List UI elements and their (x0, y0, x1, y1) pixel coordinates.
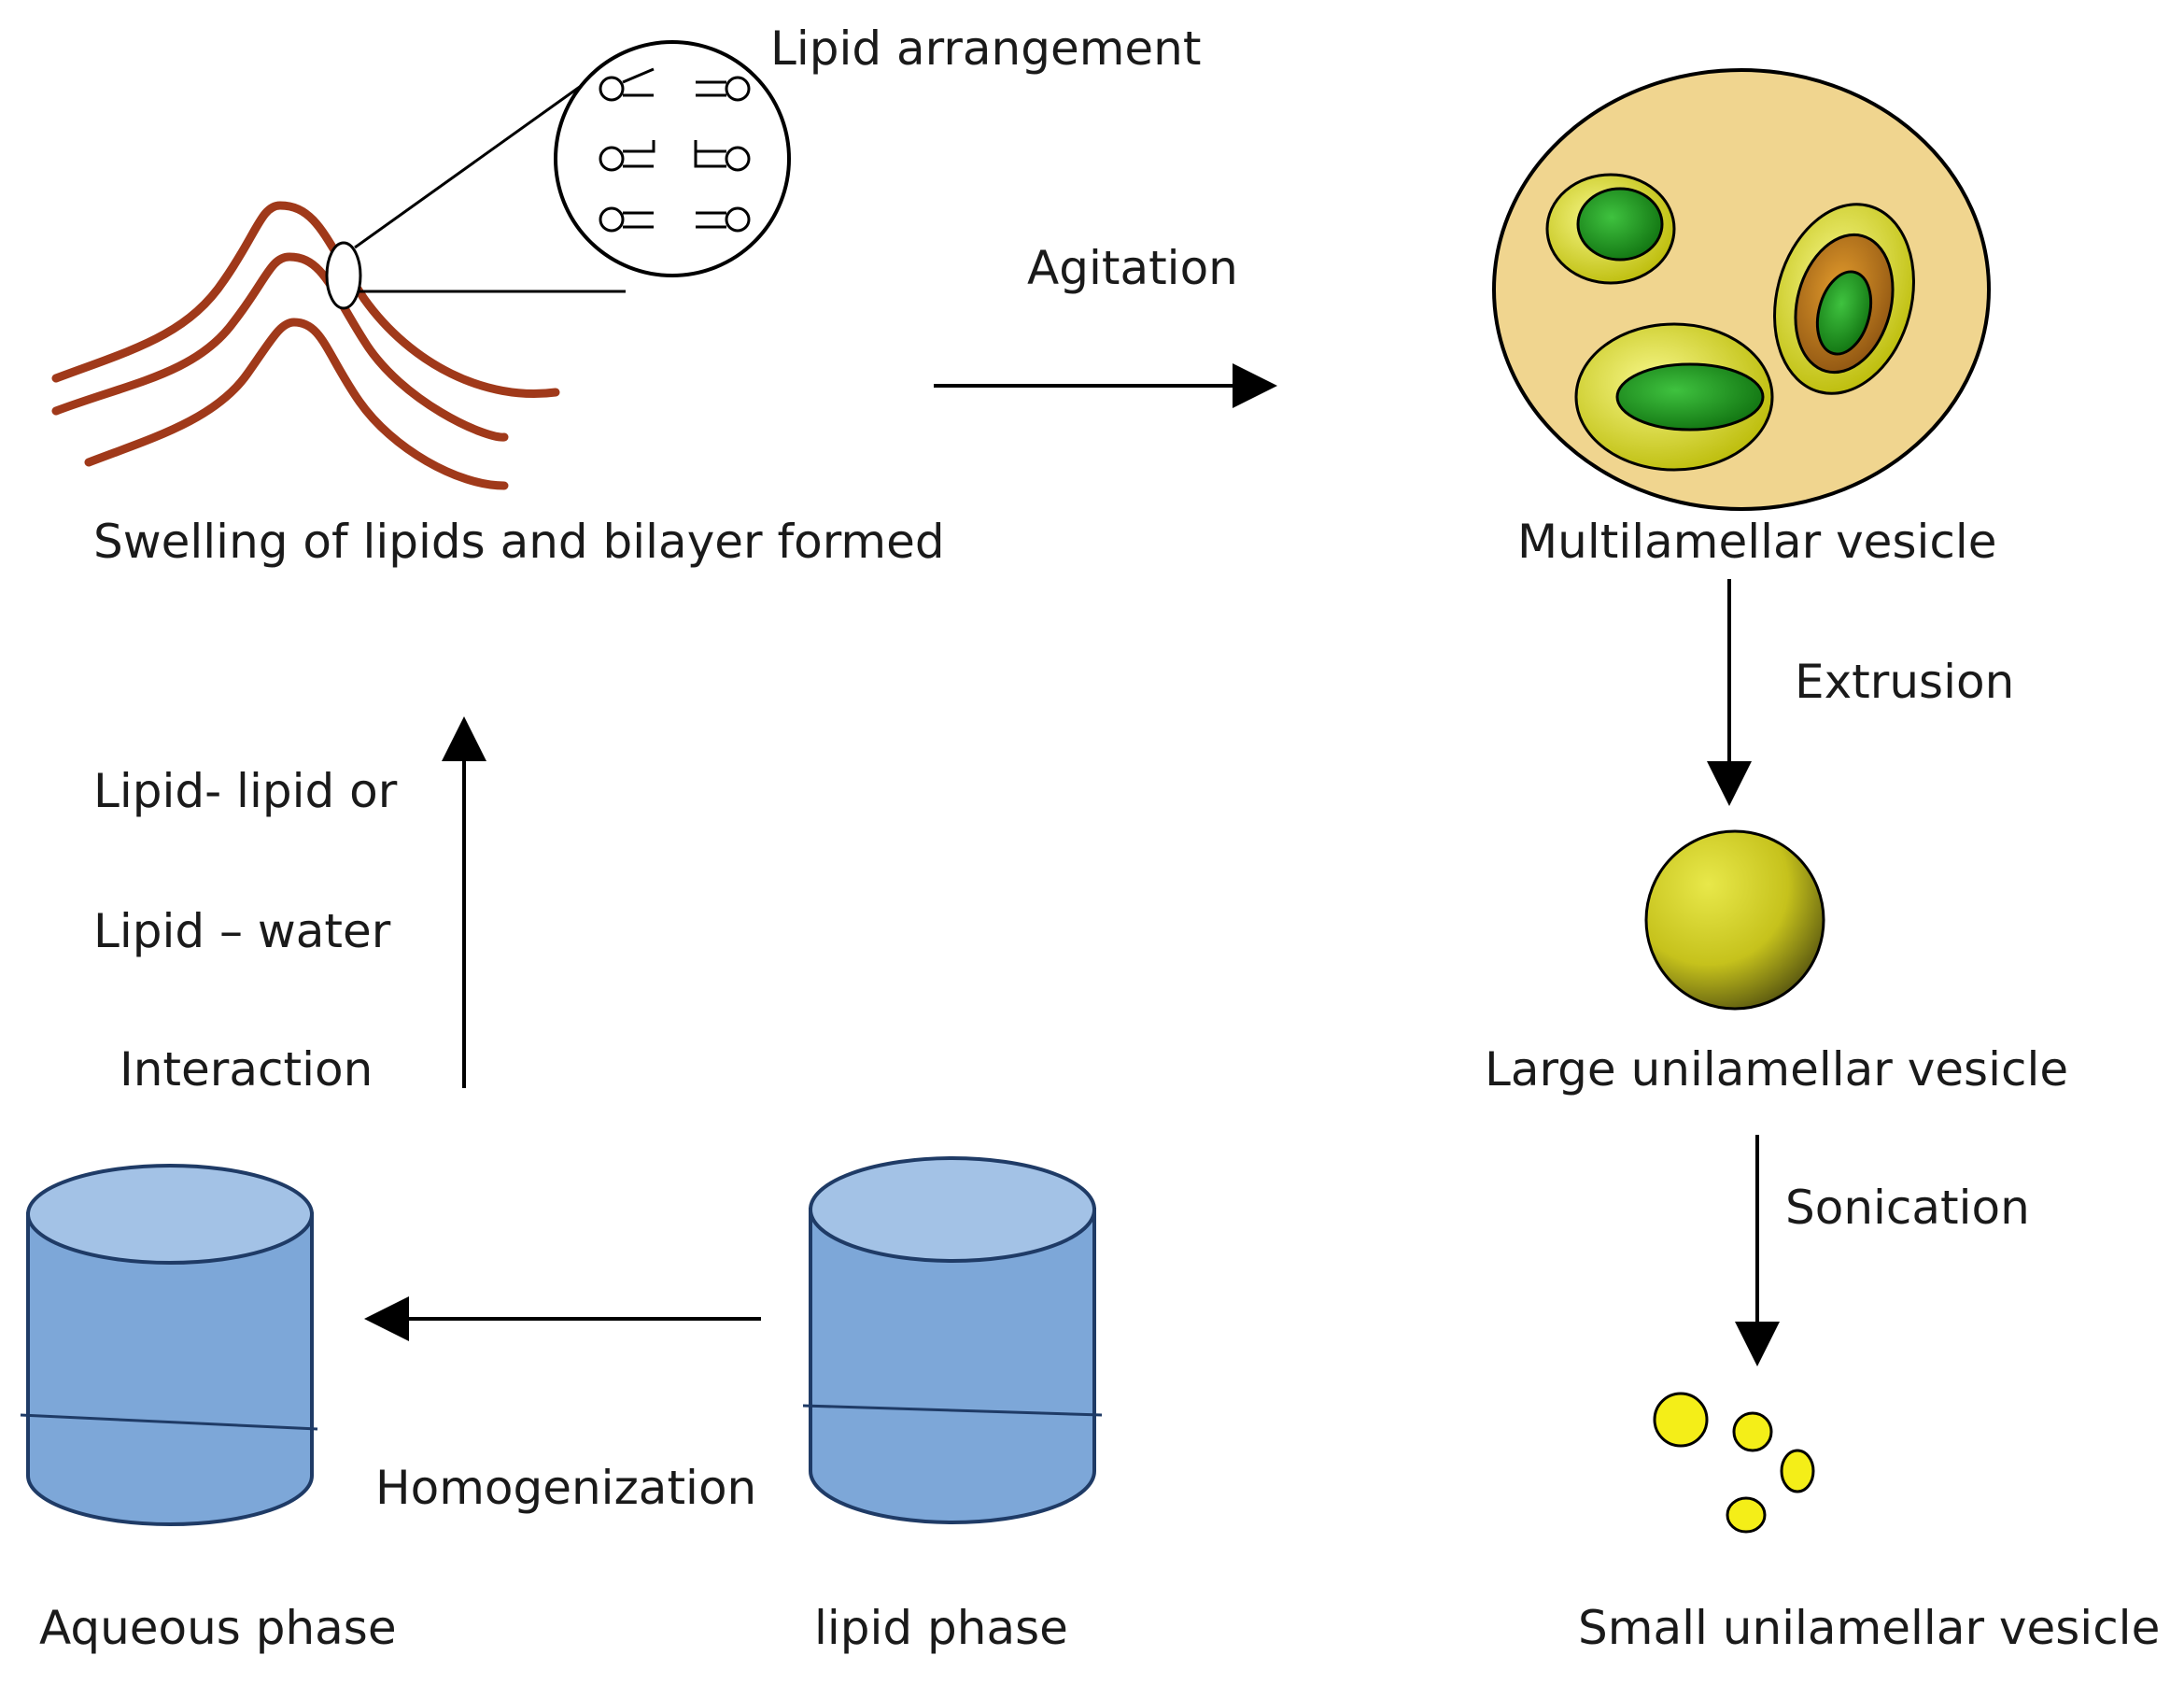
zoom-line-top (354, 82, 585, 249)
bilayer-wave-1 (51, 201, 560, 398)
aqueous-phase-cylinder (20, 1164, 318, 1526)
label-large-unilamellar-vesicle: Large unilamellar vesicle (1485, 1042, 2069, 1097)
label-agitation: Agitation (1027, 241, 1238, 295)
label-homogenization: Homogenization (375, 1461, 757, 1515)
label-sonication: Sonication (1785, 1181, 2030, 1235)
small-unilamellar-vesicles (1653, 1392, 1815, 1534)
large-unilamellar-vesicle-shape (1644, 829, 1825, 1011)
label-lipid-arrangement: Lipid arrangement (770, 21, 1202, 76)
label-interaction-line1: Lipid- lipid or (93, 764, 398, 818)
label-aqueous-phase: Aqueous phase (39, 1601, 397, 1655)
label-small-unilamellar-vesicle: Small unilamellar vesicle (1578, 1601, 2161, 1655)
label-interaction-line3: Interaction (120, 1042, 373, 1097)
lipid-bilayer-waves (51, 201, 560, 490)
label-swelling: Swelling of lipids and bilayer formed (93, 515, 945, 569)
label-interaction-line2: Lipid – water (93, 904, 391, 958)
multilamellar-vesicle (1492, 68, 1991, 511)
lipid-arrangement-circle (554, 40, 791, 277)
label-extrusion: Extrusion (1795, 655, 2015, 709)
zoom-region-marker (325, 241, 362, 310)
lipid-phase-cylinder (802, 1156, 1103, 1524)
lipid-molecules (599, 67, 751, 233)
label-multilamellar-vesicle: Multilamellar vesicle (1517, 515, 1997, 569)
bilayer-wave-3 (84, 318, 509, 490)
bilayer-wave-2 (51, 252, 509, 442)
label-lipid-phase: lipid phase (814, 1601, 1068, 1655)
